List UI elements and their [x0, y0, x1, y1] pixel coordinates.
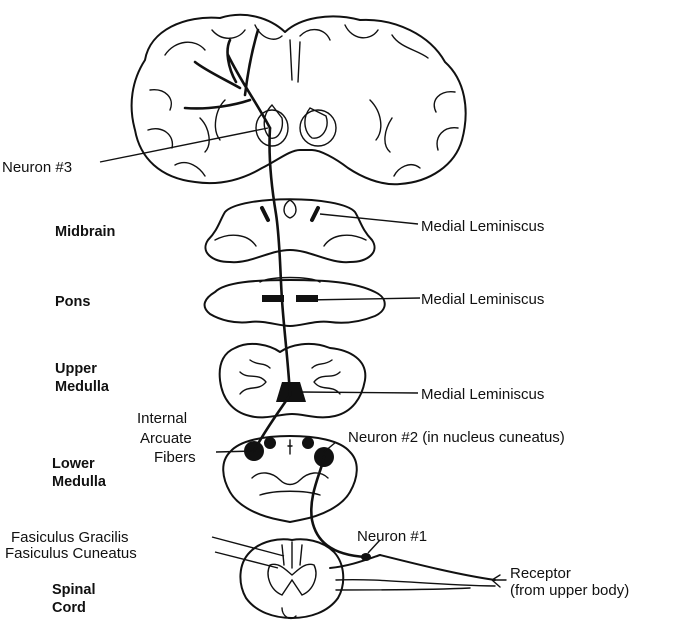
neuron2-label: Neuron #2 (in nucleus cuneatus)	[348, 429, 565, 446]
neuron3-label: Neuron #3	[2, 159, 72, 176]
midbrain-section	[204, 198, 376, 264]
pons-section	[203, 276, 386, 327]
receptor-label-line1: Receptor	[510, 565, 571, 582]
leader-lines	[99, 127, 421, 569]
pons-level-label: Pons	[55, 294, 90, 310]
internal-arcuate-label-line1: Internal	[137, 410, 187, 427]
lower-medulla-section	[222, 435, 358, 523]
medial-lemniscus-label-3: Medial Leminiscus	[421, 386, 544, 403]
spinal-cord-level-label-line1: Spinal	[52, 582, 96, 598]
upper-medulla-level-label-line1: Upper	[55, 361, 97, 377]
internal-arcuate-label-line3: Fibers	[154, 449, 196, 466]
ascending-pathway	[252, 126, 368, 559]
fasiculus-cuneatus-label: Fasiculus Cuneatus	[5, 545, 137, 562]
lower-medulla-level-label-line1: Lower	[52, 456, 95, 472]
neuron1-label: Neuron #1	[357, 528, 427, 545]
labels: Neuron #3 Midbrain Medial Leminiscus Pon…	[2, 159, 629, 616]
spinal-cord-level-label-line2: Cord	[52, 600, 86, 616]
medial-lemniscus-label-1: Medial Leminiscus	[421, 218, 544, 235]
internal-arcuate-label-line2: Arcuate	[140, 430, 192, 447]
spinal-cord-section	[239, 538, 507, 620]
receptor-label-line2: (from upper body)	[510, 582, 629, 599]
lower-medulla-level-label-line2: Medulla	[52, 474, 107, 490]
medial-lemniscus-label-2: Medial Leminiscus	[421, 291, 544, 308]
upper-medulla-level-label-line2: Medulla	[55, 379, 110, 395]
fasiculus-gracilis-label: Fasiculus Gracilis	[11, 529, 129, 546]
cerebrum-section	[130, 13, 467, 186]
upper-medulla-section	[218, 342, 367, 419]
midbrain-level-label: Midbrain	[55, 224, 115, 240]
